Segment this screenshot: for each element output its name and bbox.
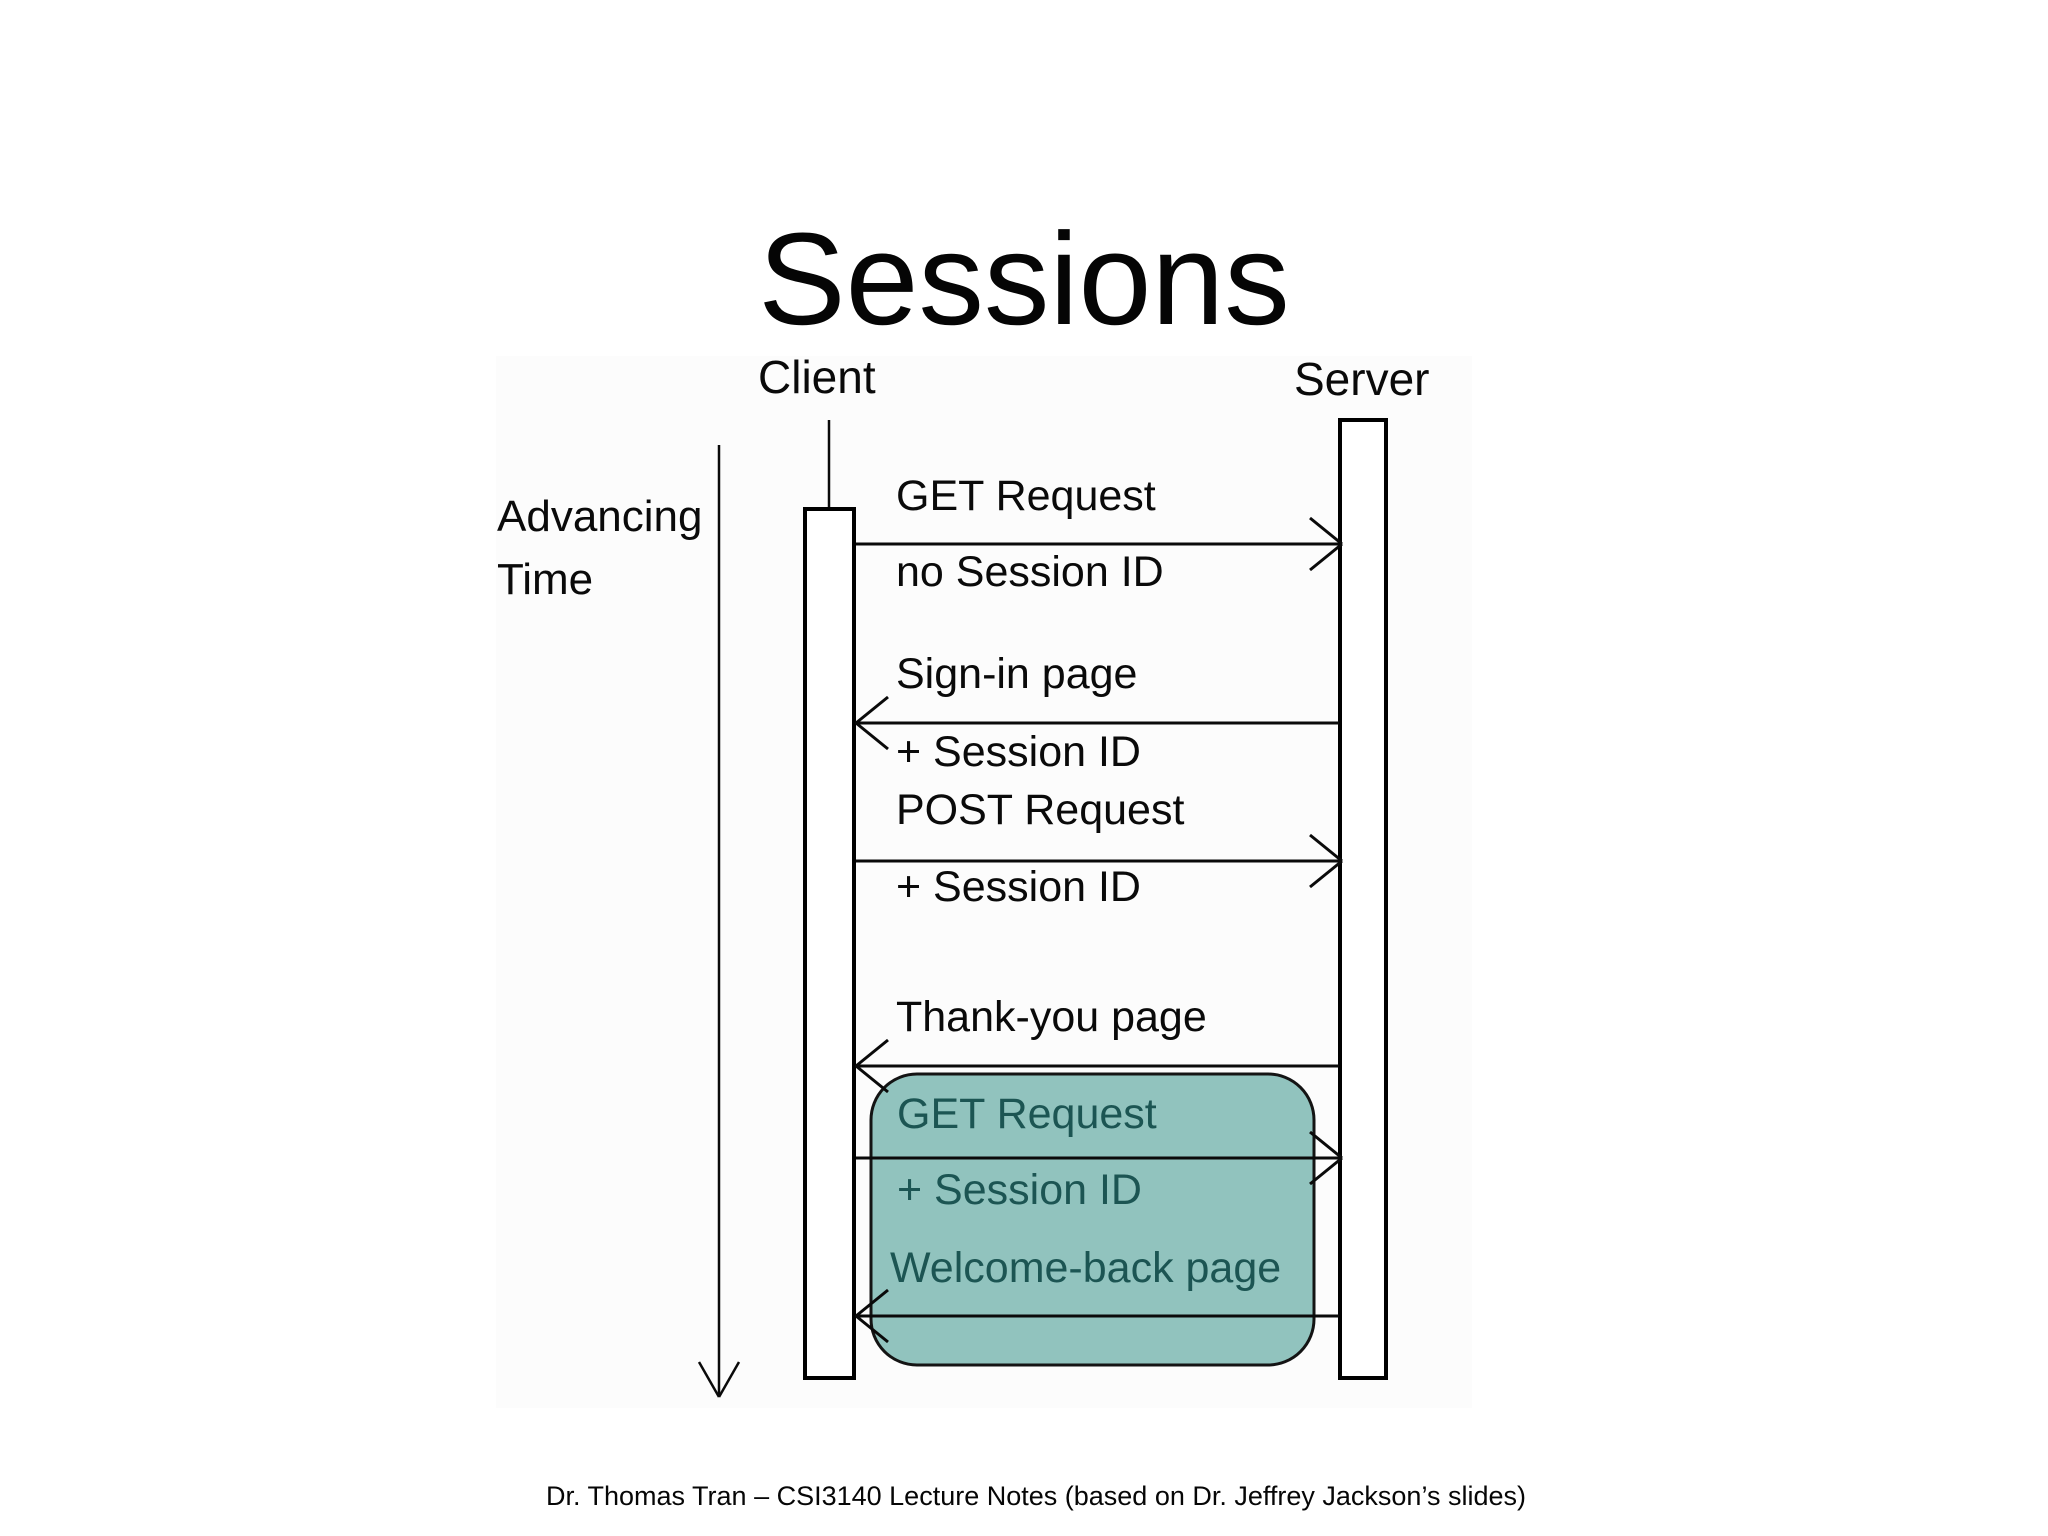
server-activation-bar	[1338, 418, 1388, 1380]
footer-credit: Dr. Thomas Tran – CSI3140 Lecture Notes …	[546, 1481, 1526, 1511]
message-label: Sign-in page	[896, 650, 1138, 698]
message-arrow-left	[855, 1288, 1339, 1344]
time-axis-arrow	[697, 445, 741, 1398]
message-label: GET Request	[896, 472, 1156, 520]
actor-server-label: Server	[1294, 353, 1430, 405]
advancing-time-label-line2: Time	[497, 555, 594, 604]
message-arrow-right	[856, 516, 1343, 572]
message-label: POST Request	[896, 786, 1185, 834]
client-activation-bar	[803, 507, 856, 1380]
message-sublabel: no Session ID	[896, 548, 1164, 596]
message-arrow-left	[855, 1038, 1339, 1094]
page-title: Sessions	[758, 204, 1290, 352]
message-sublabel: + Session ID	[897, 1166, 1142, 1214]
message-arrow-left	[855, 695, 1339, 751]
session-highlight-box	[869, 1072, 1316, 1367]
actor-client-label: Client	[758, 351, 876, 403]
advancing-time-label-line1: Advancing	[497, 492, 703, 541]
message-label: Thank-you page	[896, 993, 1207, 1041]
message-sublabel: + Session ID	[896, 728, 1141, 776]
message-label: Welcome-back page	[890, 1244, 1282, 1292]
message-label: GET Request	[897, 1090, 1157, 1138]
message-arrow-right	[856, 833, 1343, 889]
message-sublabel: + Session ID	[896, 863, 1141, 911]
message-arrow-right	[856, 1130, 1343, 1186]
